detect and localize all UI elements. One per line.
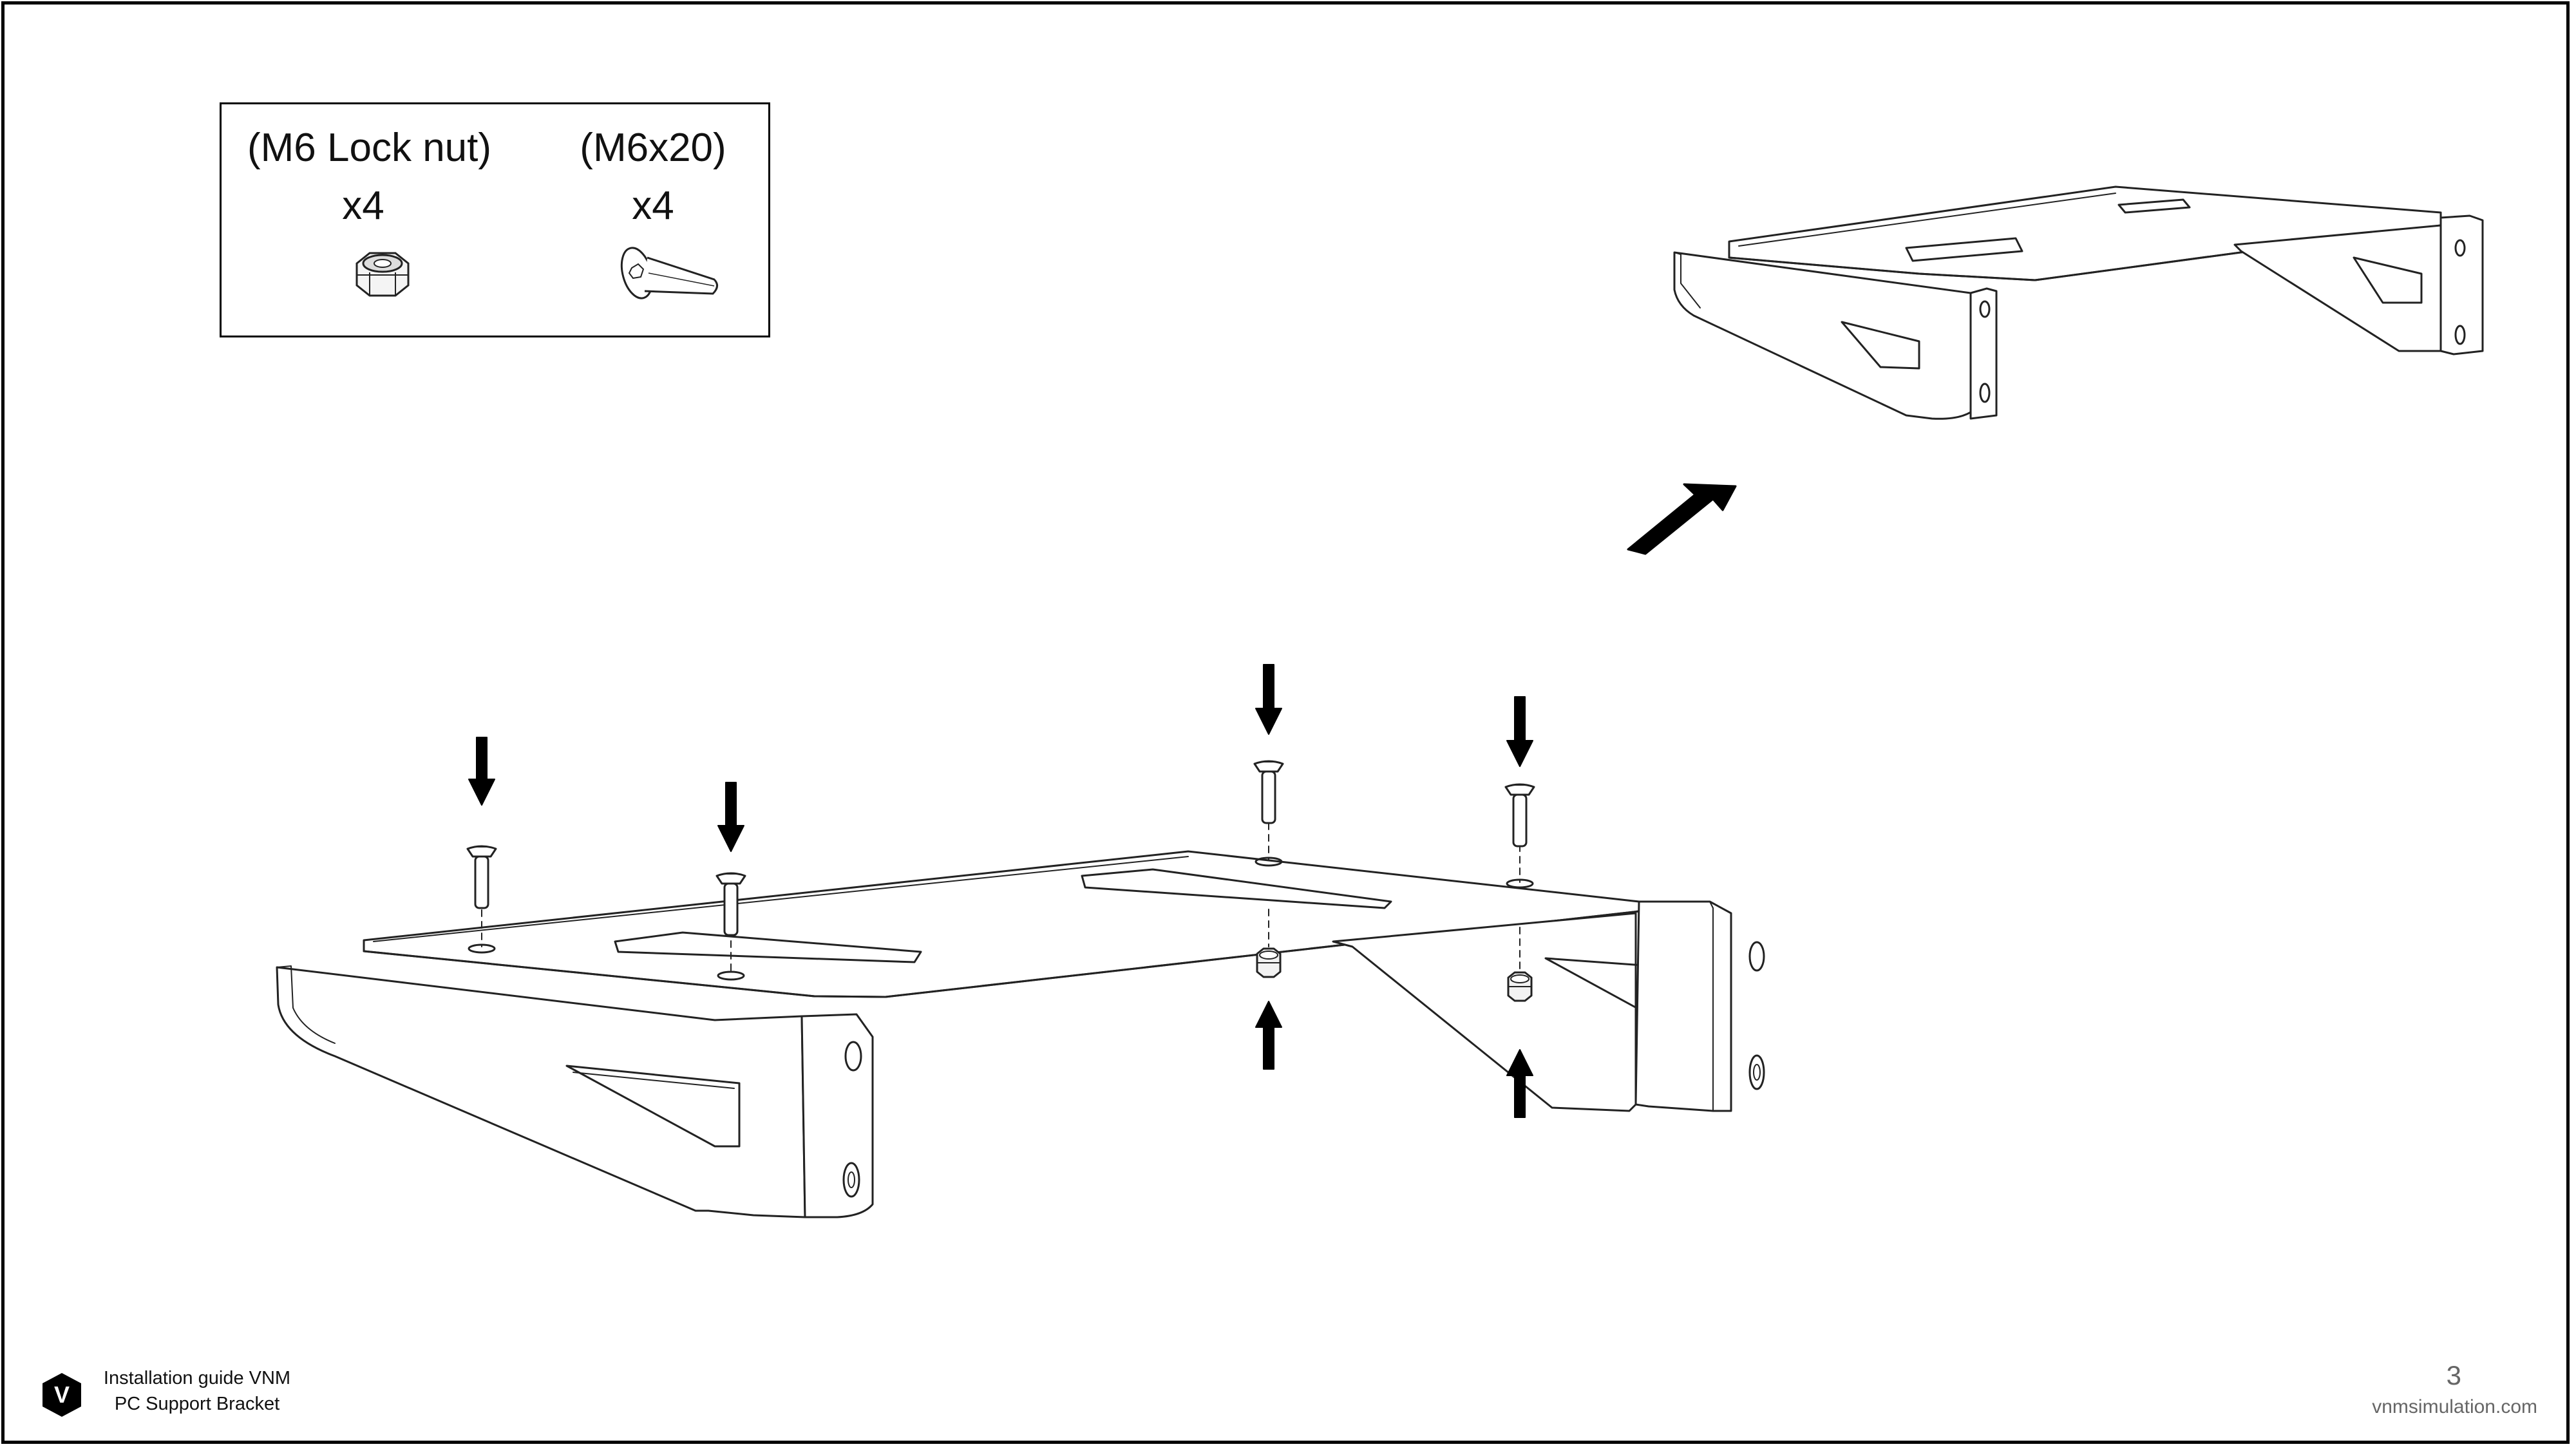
- website-label: vnmsimulation.com: [2372, 1396, 2537, 1417]
- part-name-lock-nut: (M6 Lock nut): [247, 126, 492, 170]
- insert-arrows: [468, 664, 1533, 1118]
- lock-nut-icon: [355, 252, 410, 297]
- part-qty-lock-nut: x4: [342, 184, 384, 228]
- parts-list-box: (M6 Lock nut) x4 (M6x20) x4: [220, 102, 770, 337]
- direction-arrow-icon: [1627, 483, 1737, 555]
- part-name-bolt: (M6x20): [580, 126, 726, 170]
- assembled-bracket-preview: [1673, 185, 2484, 420]
- page-number: 3: [2446, 1360, 2461, 1390]
- part-qty-bolt: x4: [632, 184, 674, 228]
- vnm-logo-icon: V: [43, 1373, 81, 1417]
- bolt-icon: [620, 247, 718, 299]
- logo-letter: V: [54, 1381, 70, 1408]
- guide-subtitle: PC Support Bracket: [114, 1394, 280, 1414]
- guide-title: Installation guide VNM: [103, 1368, 291, 1388]
- exploded-bracket: [276, 760, 1765, 1218]
